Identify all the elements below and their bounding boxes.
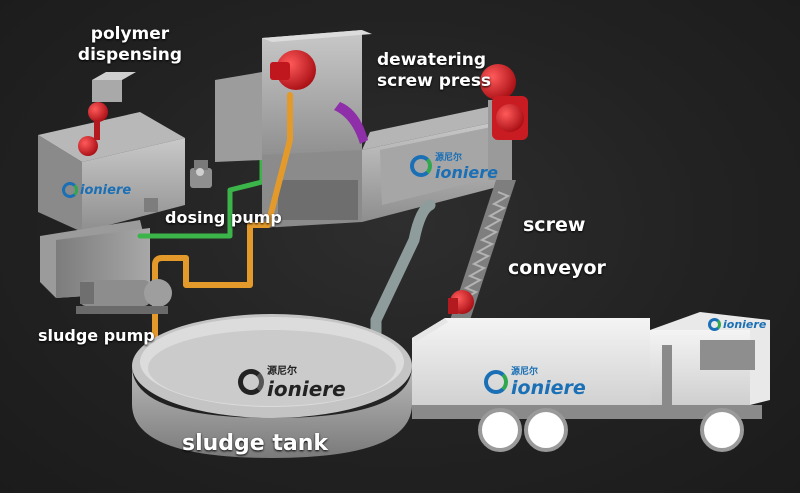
flocculation-tube (334, 102, 368, 144)
brand-swirl-icon (410, 155, 432, 177)
label-sludge-tank: sludge tank (182, 431, 329, 456)
brand-name: ioniere (267, 377, 346, 401)
brand-logo-truck-cab: ioniere (708, 318, 766, 331)
sludge-feed-pipe (152, 92, 293, 378)
dosing-pump (144, 160, 212, 212)
brand-logo-sludge-tank: 源尼尔 ioniere (238, 362, 346, 401)
label-screw: screw (523, 214, 586, 236)
label-dewatering-screw-press: dewatering screw press (377, 50, 492, 92)
brand-name-cn: 源尼尔 (511, 367, 539, 377)
polymer-dispensing-unit (38, 72, 185, 298)
label-dosing-pump: dosing pump (165, 208, 282, 227)
screw-press-gear-motor (480, 64, 528, 140)
dump-truck (412, 312, 770, 452)
sludge-pump (76, 279, 172, 314)
truck-wheel (478, 408, 522, 452)
brand-swirl-icon (484, 369, 508, 394)
brand-name: ioniere (511, 377, 586, 399)
brand-name-cn: 源尼尔 (435, 153, 463, 163)
brand-logo-screw-press: 源尼尔 ioniere (410, 150, 498, 182)
brand-swirl-icon (238, 368, 264, 395)
polymer-mixer-motor (88, 102, 108, 122)
sludge-tank (132, 314, 412, 458)
polymer-agitator-motor (78, 136, 98, 156)
brand-name: ioniere (80, 182, 132, 198)
brand-name: ioniere (723, 318, 767, 331)
screw-conveyor (448, 180, 516, 320)
truck-wheel (700, 408, 744, 452)
truck-wheel (524, 408, 568, 452)
brand-swirl-icon (708, 318, 721, 331)
label-conveyor: conveyor (508, 257, 606, 279)
brand-name: ioniere (435, 163, 498, 182)
brand-logo-truck-body: 源尼尔 ioniere (484, 364, 586, 399)
brand-name-cn: 源尼尔 (267, 366, 297, 377)
label-sludge-pump: sludge pump (38, 326, 155, 345)
brand-logo-polymer-unit: ioniere (62, 182, 131, 198)
brand-swirl-icon (62, 182, 78, 198)
label-polymer-dispensing: polymer dispensing (77, 24, 183, 66)
filtrate-return-pipe (370, 199, 436, 368)
screw-press-drive-motor (270, 50, 316, 90)
